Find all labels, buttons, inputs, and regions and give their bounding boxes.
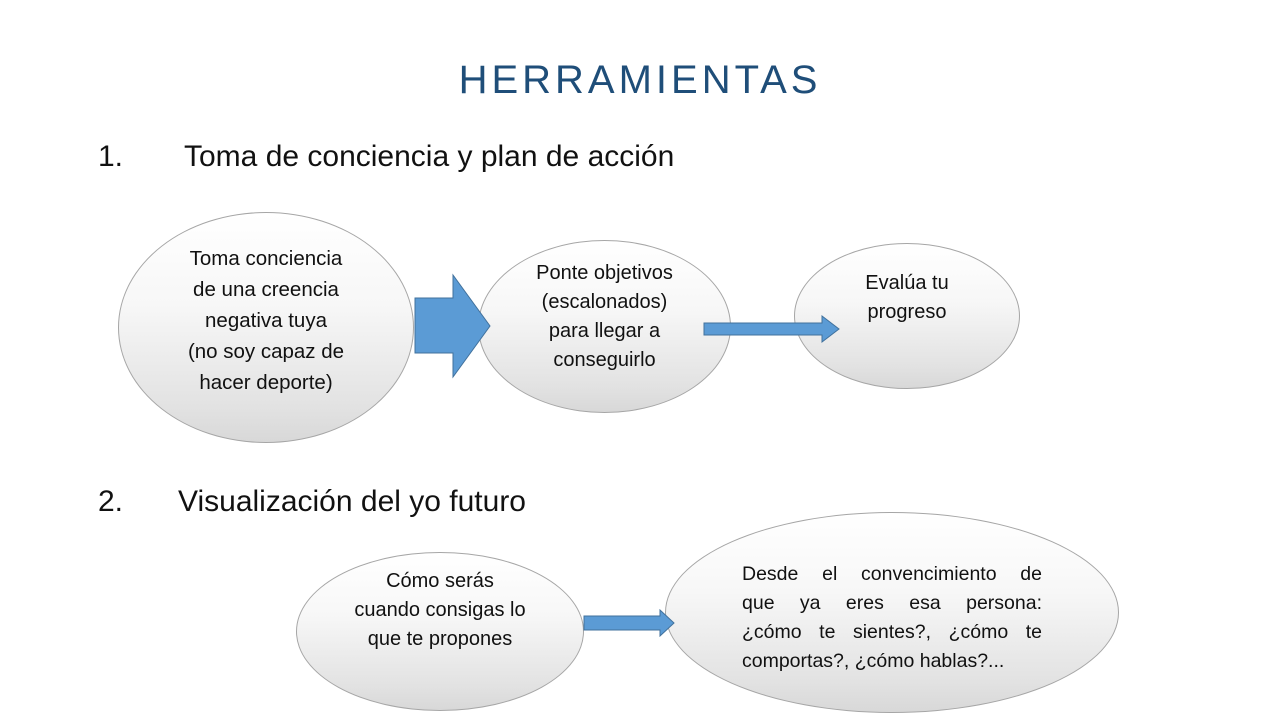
section-1-number: 1. [98,140,124,173]
node-line: conseguirlo [553,349,656,371]
node-line: que te propones [367,628,513,650]
section-2-heading: 2. Visualización del yo futuro [98,485,526,519]
section-2-title: Visualización del yo futuro [178,485,526,518]
node-line: (escalonados) [541,291,668,313]
node-line: negativa tuya [205,309,327,332]
node-line: que ya eres esa persona: [742,592,1042,614]
arrow-right-icon [583,609,675,637]
node-line: Cómo serás [386,570,494,592]
slide-title: HERRAMIENTAS [458,58,822,102]
node-line: Toma conciencia [189,247,343,270]
node-line: para llegar a [548,320,661,342]
node-line: hacer deporte) [199,371,333,394]
node-become-aware: Toma conciencia de una creencia negativa… [118,212,414,443]
node-evaluate-progress: Evalúa tu progreso [794,243,1020,389]
node-line: cuando consigas lo [354,599,526,621]
node-line: (no soy capaz de [187,340,345,363]
node-line: de una creencia [193,278,339,301]
node-set-goals: Ponte objetivos (escalonados) para llega… [478,240,731,413]
node-future-self: Cómo serás cuando consigas lo que te pro… [296,552,584,711]
node-line: comportas?, ¿cómo hablas?... [742,650,1005,672]
node-conviction-questions: Desde el convencimiento de que ya eres e… [665,512,1119,713]
node-line: Desde el convencimiento de [742,563,1042,585]
section-2-number: 2. [98,485,124,518]
block-arrow-right-icon [414,273,491,379]
node-line: progreso [867,301,947,323]
node-line: Ponte objetivos [536,262,673,284]
section-1-heading: 1. Toma de conciencia y plan de acción [98,140,674,174]
node-line: Evalúa tu [865,272,949,294]
node-line: ¿cómo te sientes?, ¿cómo te [742,621,1042,643]
section-1-title: Toma de conciencia y plan de acción [184,140,675,173]
arrow-right-icon [703,314,840,344]
